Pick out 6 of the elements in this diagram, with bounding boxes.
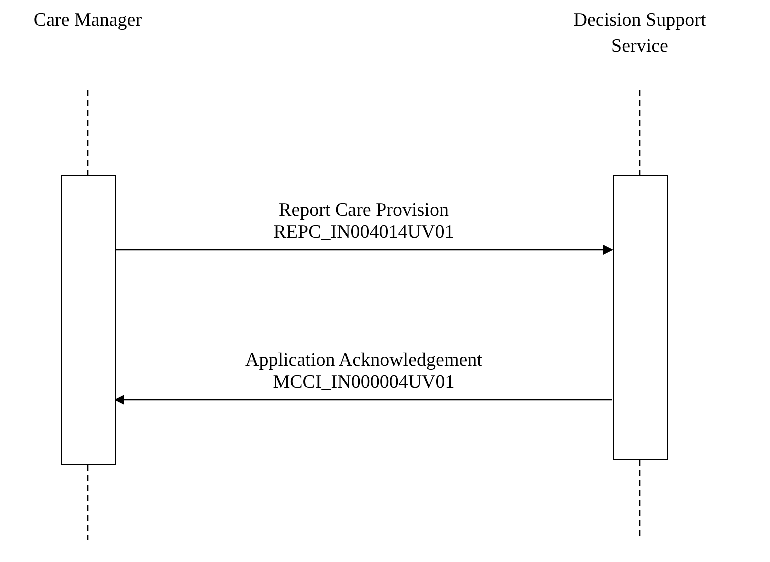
participant-label: Care Manager — [32, 9, 144, 33]
message-arrow — [114, 395, 612, 405]
participant-label: Decision Support Service — [572, 9, 708, 59]
activation-bar — [612, 175, 668, 460]
message-arrow — [116, 245, 614, 255]
activation-bar — [60, 175, 116, 465]
